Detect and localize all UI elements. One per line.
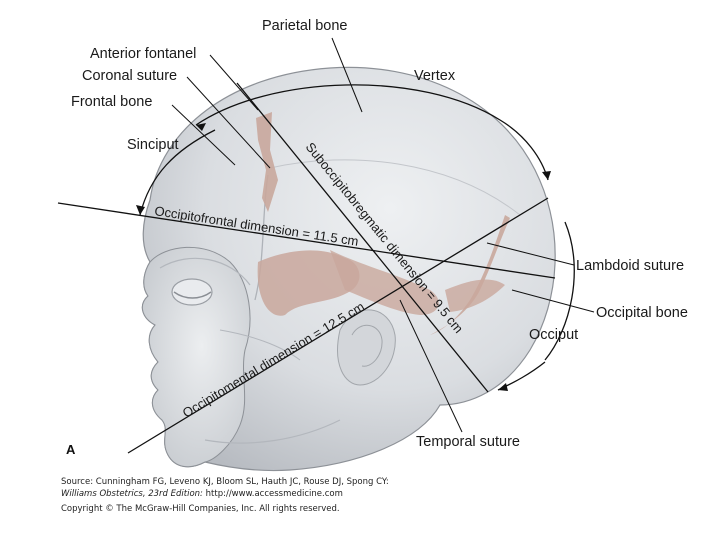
coronal-suture-shape bbox=[256, 112, 278, 212]
sinciput-label: Sinciput bbox=[127, 137, 179, 153]
book-title: Williams Obstetrics, 23rd Edition: bbox=[61, 489, 203, 499]
temporal-suture-label: Temporal suture bbox=[416, 434, 520, 450]
parietal-bone-label: Parietal bone bbox=[262, 18, 347, 34]
copyright-line: Copyright © The McGraw-Hill Companies, I… bbox=[61, 504, 340, 514]
occipital-bone-label: Occipital bone bbox=[596, 305, 688, 321]
labels: Parietal bone Anterior fontanel Coronal … bbox=[66, 18, 688, 457]
vertex-arc-arrow-left bbox=[196, 123, 206, 131]
sinciput-arc bbox=[139, 129, 216, 216]
head-illustration bbox=[141, 66, 556, 472]
face-shape bbox=[141, 246, 251, 468]
occipitomental-line bbox=[127, 197, 549, 454]
source-title-line: Williams Obstetrics, 23rd Edition: http:… bbox=[61, 489, 343, 499]
occipital-suture-shape bbox=[445, 279, 505, 312]
occiput-arc bbox=[544, 221, 575, 361]
temporal-suture-leader bbox=[399, 299, 463, 433]
vertex-label: Vertex bbox=[414, 68, 456, 84]
occiput-label: Occiput bbox=[529, 327, 578, 343]
leader-lines bbox=[171, 37, 595, 433]
coronal-suture-leader bbox=[186, 76, 271, 169]
sphenoid-suture-shape bbox=[257, 250, 360, 316]
suboccipitobregmatic-line bbox=[236, 82, 489, 393]
ear bbox=[337, 309, 396, 386]
lambdoid-suture-leader bbox=[486, 242, 575, 266]
mandible-edge bbox=[204, 419, 341, 444]
anterior-fontanel-leader bbox=[209, 54, 259, 111]
eyelid bbox=[173, 291, 212, 299]
coronal-suture-label: Coronal suture bbox=[82, 68, 177, 84]
panel-letter: A bbox=[66, 442, 76, 457]
eye bbox=[171, 278, 213, 306]
frontal-bone-label: Frontal bone bbox=[71, 94, 152, 110]
ear-inner bbox=[351, 325, 383, 367]
lambdoid-suture-label: Lambdoid suture bbox=[576, 258, 684, 274]
vertex-arc-arrow-right bbox=[542, 171, 551, 180]
source-url: http://www.accessmedicine.com bbox=[202, 489, 343, 499]
occiput-arc-arrowhead bbox=[498, 383, 508, 391]
frontal-bone-leader bbox=[171, 104, 236, 166]
maxilla-edge bbox=[219, 329, 301, 361]
anterior-fontanel-label: Anterior fontanel bbox=[90, 46, 196, 62]
region-arcs bbox=[136, 84, 575, 391]
source-line: Source: Cunningham FG, Leveno KJ, Bloom … bbox=[61, 477, 389, 487]
occipitofrontal-line bbox=[57, 202, 556, 279]
orbit-edge bbox=[159, 257, 251, 286]
vertex-arc bbox=[195, 84, 549, 181]
occipital-bone-leader bbox=[511, 289, 595, 313]
parietal-bone-leader bbox=[331, 37, 363, 113]
sinciput-arc-arrow bbox=[136, 205, 145, 215]
dimension-lines bbox=[57, 82, 556, 454]
lambdoid-suture-shape bbox=[430, 215, 510, 335]
